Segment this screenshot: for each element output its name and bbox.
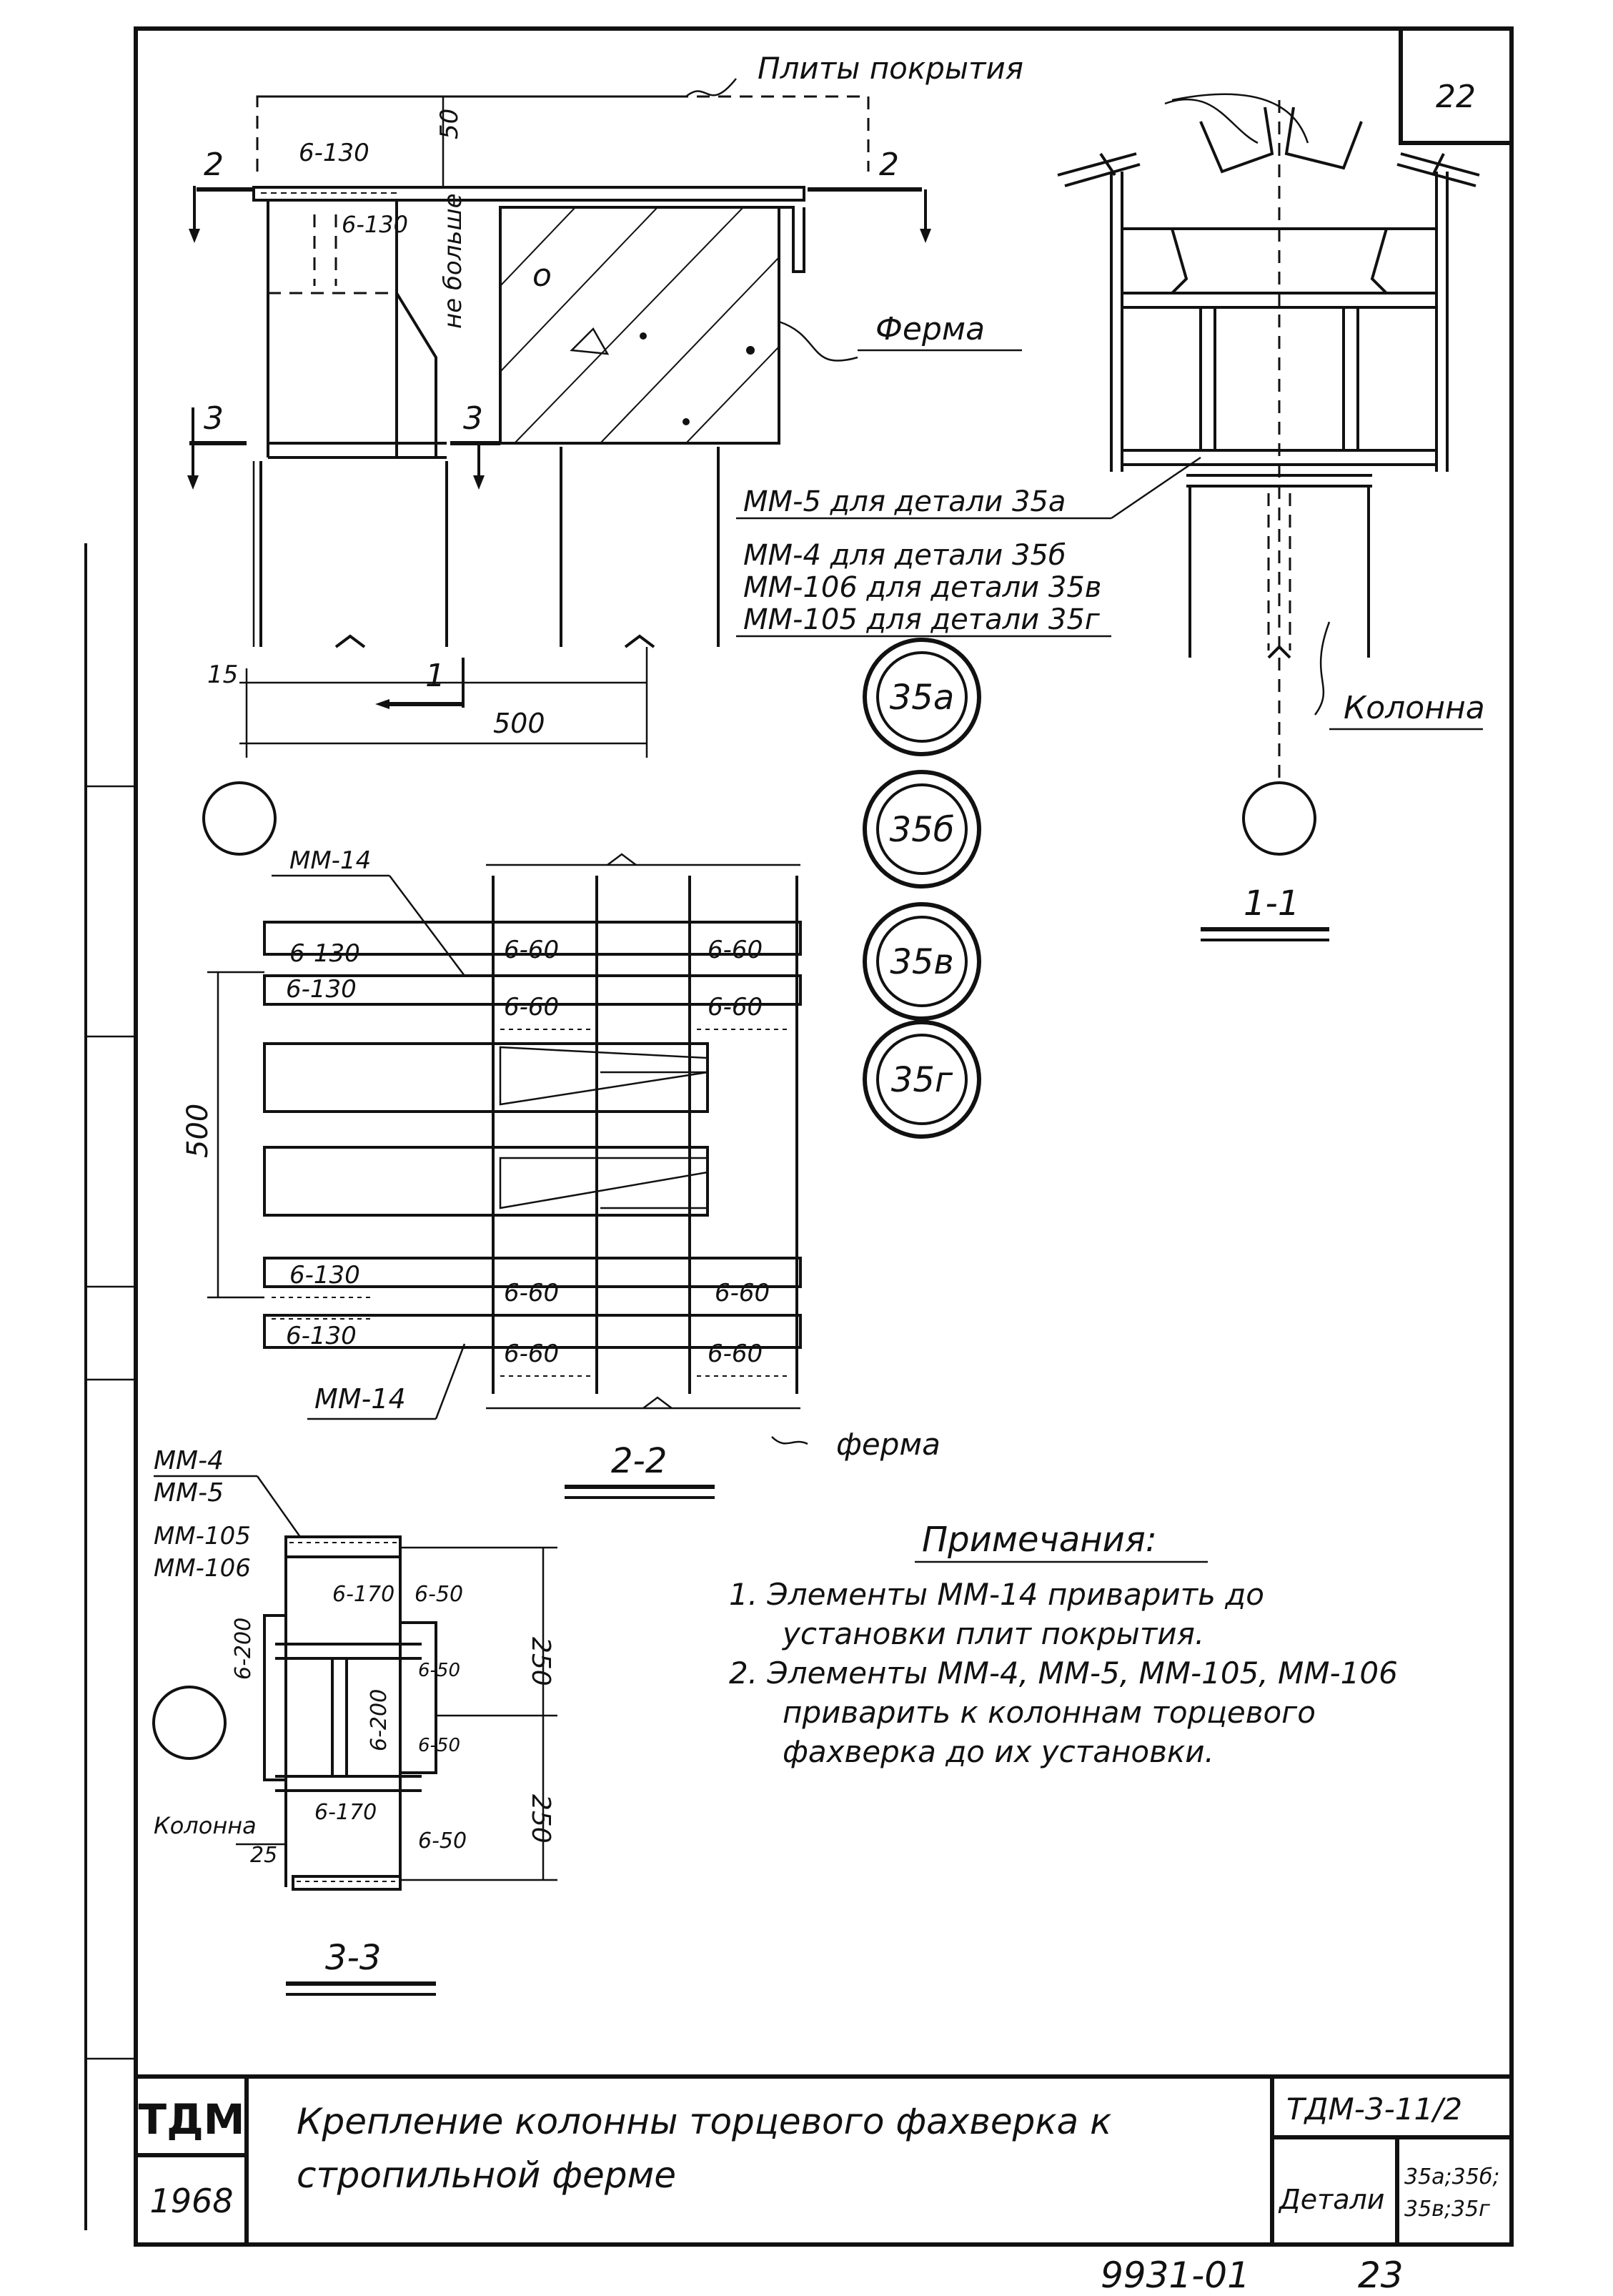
drawing-code: ТДМ-3-11/2 [1286, 2092, 1462, 2127]
detail-marker-35b: 35б [890, 810, 955, 850]
weld-center-4: 6-60 [504, 1340, 559, 1368]
top-elevation: 50 6-130 6-130 не больше o [187, 51, 1023, 856]
label-max: не больше [439, 193, 467, 329]
detail-markers: 35а 35б 35в 35г [863, 638, 981, 1139]
element-mm106: ММ-106 [154, 1554, 251, 1583]
sheet-title-line-2: стропильной ферме [297, 2154, 676, 2196]
weld-left-2: 6-130 [286, 975, 357, 1004]
section-3-right: 3 [463, 400, 483, 437]
element-mm4: ММ-4 [154, 1446, 224, 1475]
weld-right-3: 6-60 [715, 1279, 770, 1307]
weld-left-1: 6-130 [289, 939, 360, 968]
label-column-3-3: Колонна [154, 1812, 257, 1839]
note-2-line-3: фахверка до их установки. [783, 1734, 1214, 1769]
notes: Примечания: 1. Элементы ММ-14 приварить … [729, 1520, 1398, 1769]
weld-50-4: 6-50 [418, 1829, 467, 1854]
label-mm14-top: ММ-14 [289, 846, 371, 875]
weld-right-2: 6-60 [708, 993, 763, 1021]
label-truss-2-2: ферма [836, 1427, 940, 1462]
details-line-2: 35в;35г [1404, 2197, 1490, 2222]
note-1-line-1: 1. Элементы ММ-14 приварить до [729, 1577, 1264, 1612]
section-1-1-title: 1-1 [1244, 884, 1299, 924]
note-2-line-1: 2. Элементы ММ-4, ММ-5, ММ-105, ММ-106 [729, 1656, 1398, 1691]
dim-25: 25 [250, 1843, 277, 1868]
weld-50-1: 6-50 [415, 1582, 463, 1607]
year: 1968 [149, 2182, 233, 2220]
detail-marker-35v: 35в [890, 942, 953, 982]
note-1-line-2: установки плит покрытия. [781, 1616, 1204, 1651]
sheet-number-box: 22 [1399, 26, 1514, 145]
section-2-right: 2 [879, 147, 899, 183]
page-number: 23 [1358, 2255, 1404, 2296]
section-2-left: 2 [204, 147, 224, 183]
dim-250-top: 250 [526, 1637, 555, 1686]
sheet-number: 22 [1436, 79, 1476, 115]
label-truss: Ферма [875, 311, 985, 347]
dim-500-top: 500 [493, 708, 545, 739]
legend-line-4: ММ-105 для детали 35г [743, 603, 1101, 636]
label-column-1-1: Колонна [1344, 690, 1485, 726]
weld-second: 6-130 [342, 211, 408, 238]
section-1: 1 [425, 658, 445, 694]
section-1-1: Колонна 1-1 [1057, 93, 1485, 941]
type-label: Детали [1278, 2184, 1384, 2215]
album-number: 9931-01 [1101, 2255, 1250, 2296]
weld-right-4: 6-60 [708, 1340, 763, 1368]
svg-text:o: o [532, 257, 552, 294]
sheet-frame [84, 26, 1514, 2247]
section-3-3-title: 3-3 [325, 1938, 381, 1978]
legend-line-3: ММ-106 для детали 35в [743, 571, 1101, 604]
weld-50-3: 6-50 [418, 1735, 460, 1756]
legend-line-2: ММ-4 для детали 35б [743, 539, 1066, 572]
weld-200-center: 6-200 [367, 1689, 392, 1751]
detail-marker-35g: 35г [891, 1060, 953, 1100]
org-code: ТДМ [139, 2095, 245, 2144]
weld-left-4: 6-130 [286, 1322, 357, 1350]
label-mm14-bottom: ММ-14 [314, 1383, 406, 1415]
sheet-title-line-1: Крепление колонны торцевого фахверка к [297, 2101, 1111, 2142]
detail-marker-35a: 35а [890, 678, 955, 718]
title-block: ТДМ 1968 Крепление колонны торцевого фах… [136, 2074, 1512, 2296]
dim-50: 50 [435, 109, 464, 139]
details-line-1: 35а;35б; [1404, 2164, 1499, 2189]
legend-line-1: ММ-5 для детали 35а [743, 485, 1066, 518]
weld-top: 6-130 [299, 139, 369, 167]
weld-left-3: 6-130 [289, 1261, 360, 1290]
section-2-2-title: 2-2 [611, 1441, 667, 1481]
element-mm5: ММ-5 [154, 1478, 224, 1508]
weld-50-2: 6-50 [418, 1660, 460, 1681]
weld-170-bottom: 6-170 [314, 1800, 377, 1825]
section-3-3: ММ-4 ММ-5 ММ-105 ММ-106 6-170 6-170 6-20… [152, 1446, 557, 1996]
weld-center-3: 6-60 [504, 1279, 559, 1307]
label-slabs: Плиты покрытия [758, 51, 1023, 86]
dim-250-bottom: 250 [526, 1794, 555, 1844]
weld-right-1: 6-60 [708, 936, 763, 964]
weld-170-top: 6-170 [332, 1582, 394, 1607]
weld-200-left: 6-200 [231, 1618, 256, 1680]
dim-500-left: 500 [182, 1104, 214, 1158]
weld-center-1: 6-60 [504, 936, 559, 964]
weld-center-2: 6-60 [504, 993, 559, 1021]
section-3-left: 3 [204, 400, 224, 437]
element-legend: ММ-5 для детали 35а ММ-4 для детали 35б … [736, 456, 1201, 638]
note-2-line-2: приварить к колоннам торцевого [783, 1695, 1316, 1730]
section-2-2: 500 6-130 6-130 6-130 6-130 6-60 6-60 6-… [182, 846, 940, 1499]
notes-heading: Примечания: [922, 1520, 1157, 1560]
element-mm105: ММ-105 [154, 1522, 251, 1550]
dim-15: 15 [207, 660, 238, 689]
